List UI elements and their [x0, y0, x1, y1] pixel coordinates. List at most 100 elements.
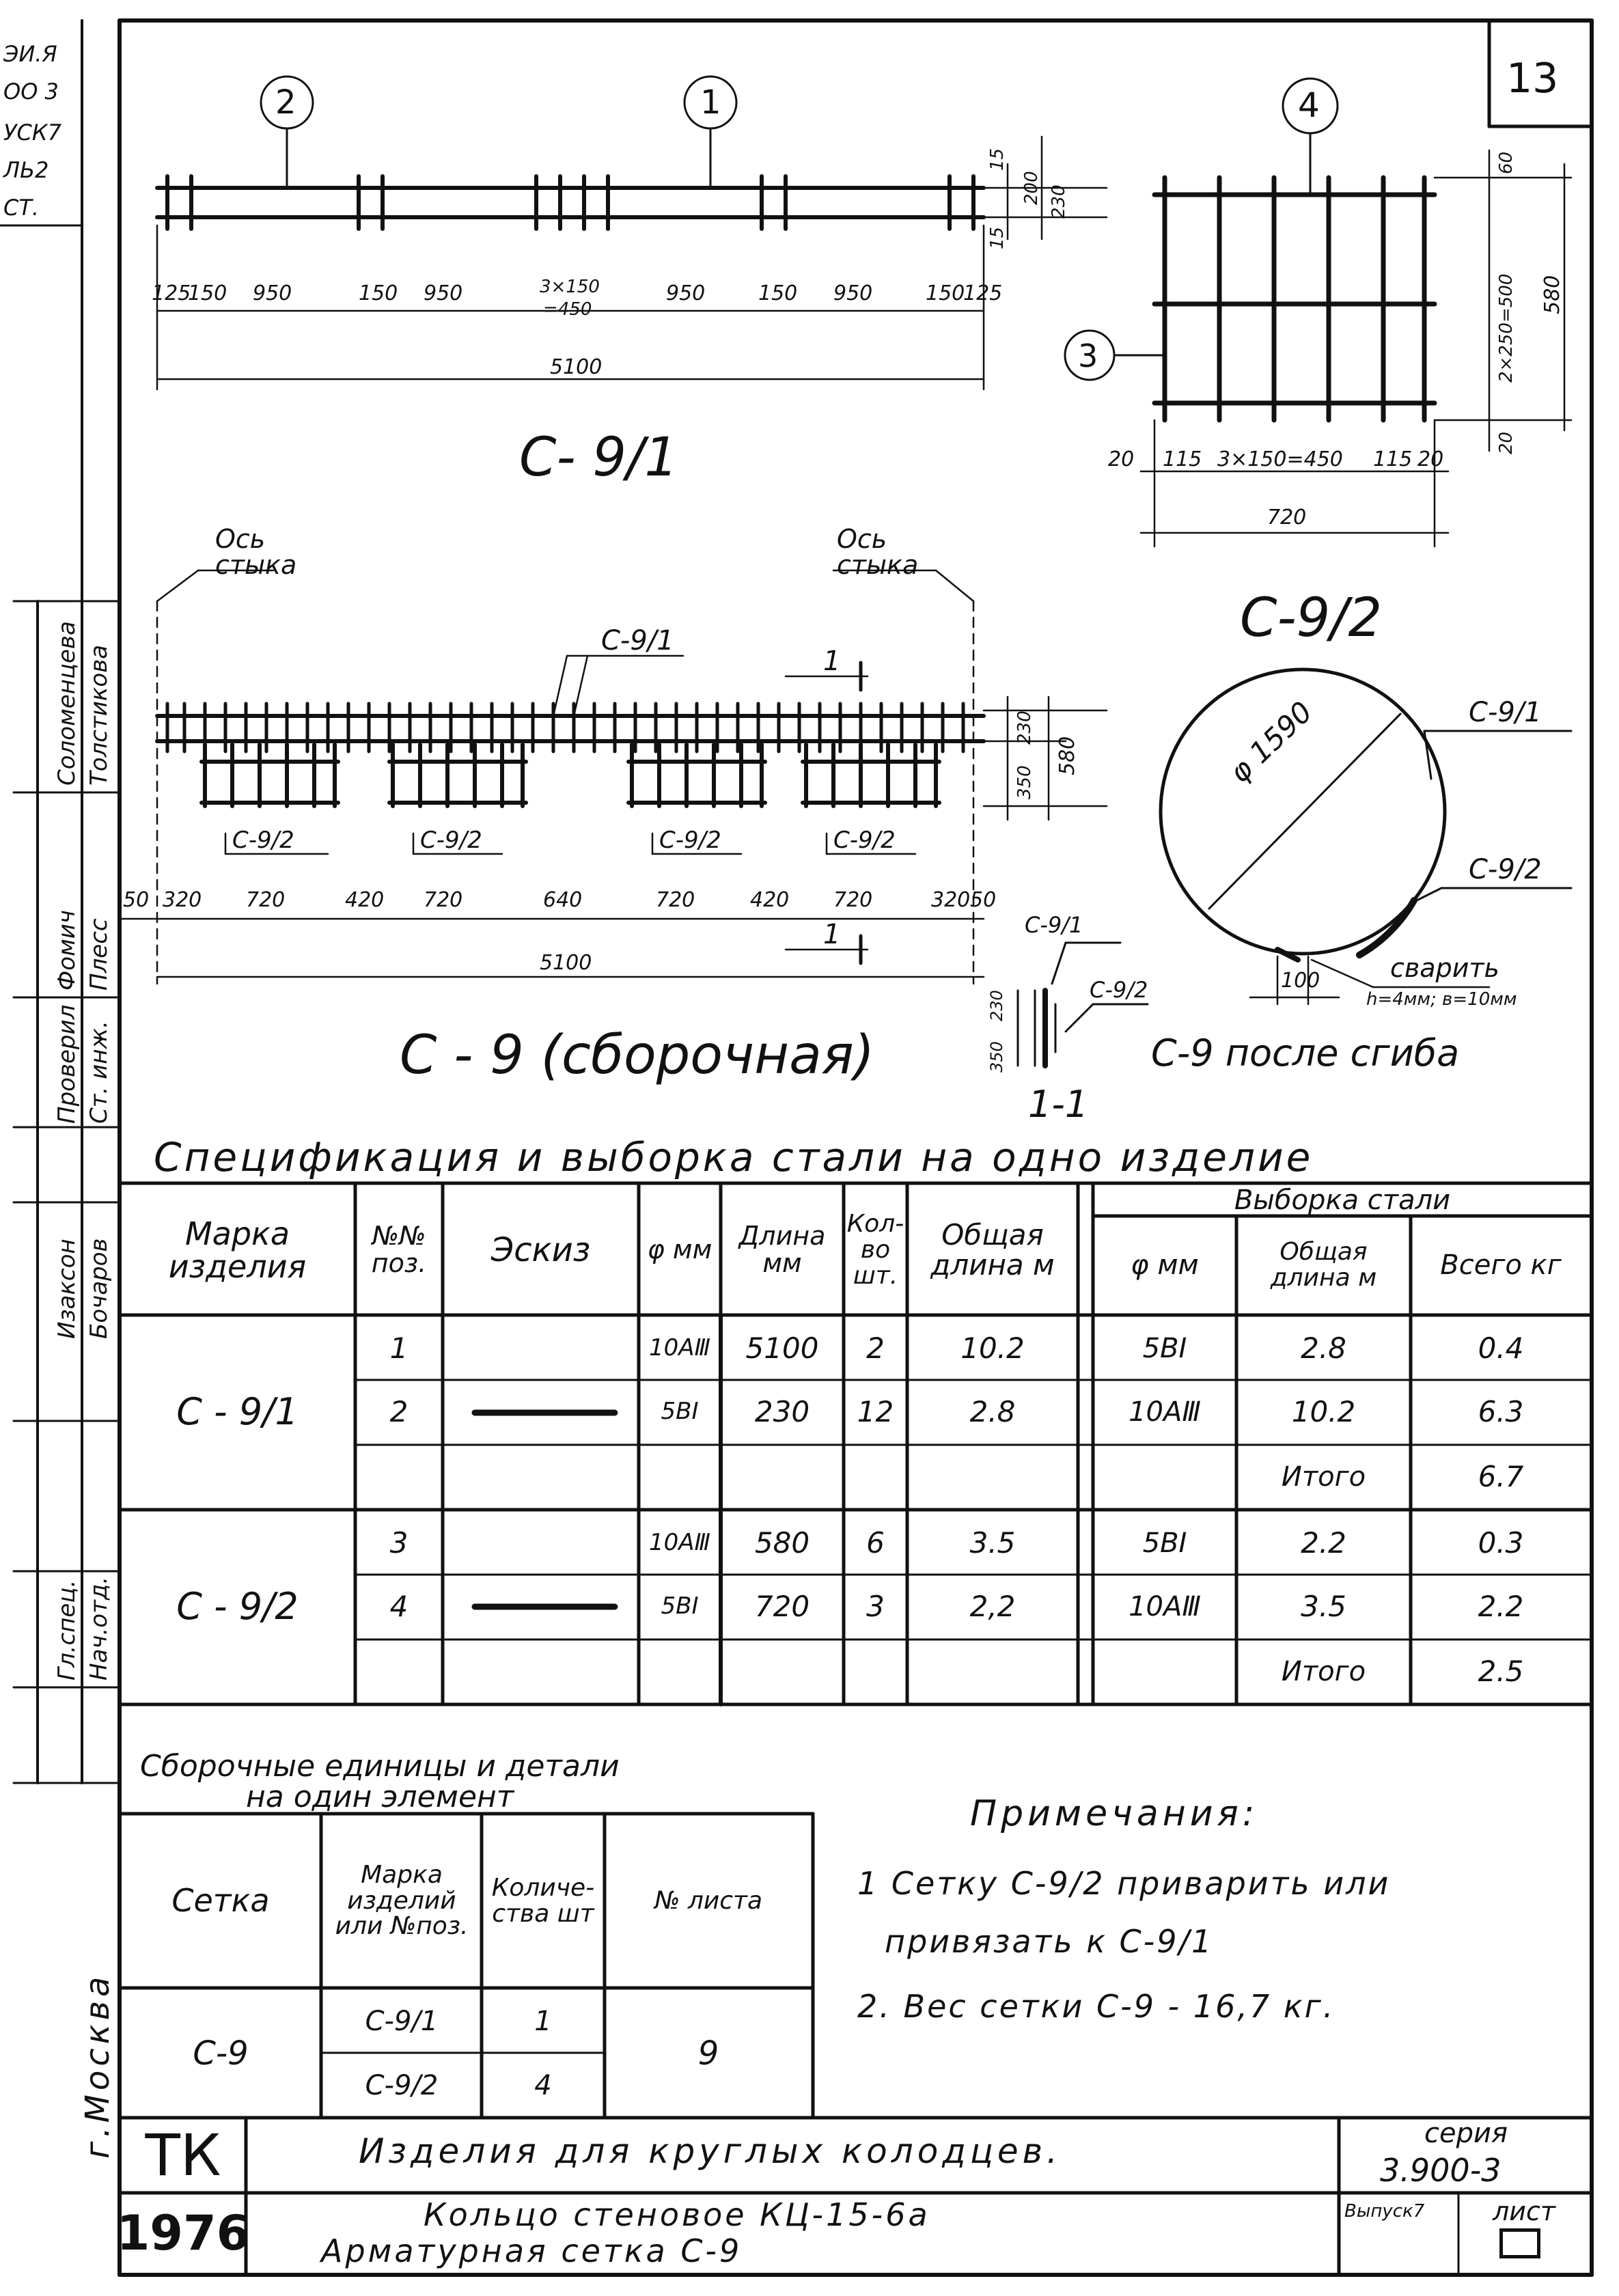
qty-cell: 6 [866, 1525, 885, 1560]
spec-title: Спецификация и выборка стали на одно изд… [154, 1134, 1314, 1180]
position-mark: 3 [1078, 337, 1098, 374]
units-qty: 4 [534, 2070, 552, 2101]
total-cell: 3.5 [969, 1525, 1016, 1560]
side-label: Плесс [85, 918, 113, 991]
units-sheet: 9 [697, 2034, 719, 2073]
dim-label: 420 [345, 888, 385, 912]
sub-mesh-label: С-9/2 [420, 827, 482, 854]
header-selection: Выборка стали [1234, 1185, 1451, 1216]
length-cell: 230 [754, 1394, 810, 1428]
sub-mesh-label: С-9/2 [659, 827, 721, 854]
ring-label: С-9/2 [1469, 854, 1542, 885]
org-logo: ТК [145, 2121, 221, 2189]
sheet-label: лист [1493, 2196, 1556, 2226]
qty-cell: 2 [866, 1331, 885, 1365]
sel-dia-cell: 10АⅢ [1129, 1591, 1201, 1622]
units-title: на один элемент [246, 1780, 514, 1814]
dim-total: 5100 [540, 951, 592, 975]
city-label: г.Москва [79, 1972, 117, 2159]
dim-label: 320 [163, 888, 202, 912]
sel-length-cell: 2.8 [1301, 1331, 1346, 1365]
total-label-cell: Итого [1281, 1656, 1366, 1687]
sel-dia-cell: 5ВⅠ [1142, 1333, 1187, 1364]
side-label: Гл.спец. [53, 1579, 81, 1680]
header-total-length: Общая длина м [930, 1217, 1055, 1282]
dim-label: 230 [987, 990, 1006, 1021]
section-label: С-9/1 [1025, 912, 1083, 938]
dim-label: 950 [666, 281, 706, 305]
caption-c9-1: С- 9/1 [519, 427, 678, 488]
dim-label: 15 [987, 226, 1008, 249]
dim-label: 950 [253, 281, 292, 305]
mark-cell: С - 9/1 [176, 1390, 299, 1434]
pos-cell: 3 [389, 1525, 409, 1560]
units-title: Сборочные единицы и детали [140, 1749, 620, 1784]
ring-caption: С-9 после сгиба [1151, 1032, 1460, 1075]
dim-label: 320 [931, 888, 971, 912]
sub-mesh-label: С-9/2 [833, 827, 896, 854]
qty-cell: 3 [866, 1589, 885, 1623]
dim-label: 200 [1021, 171, 1042, 205]
length-cell: 720 [754, 1589, 810, 1623]
dim-label: 125 [963, 281, 1003, 305]
corner-label: УСК7 [3, 120, 61, 146]
length-cell: 5100 [745, 1331, 819, 1365]
units-header-qty: Количе- ства шт [491, 1873, 595, 1928]
side-label: Ст. инж. [85, 1021, 113, 1124]
dim-label: 720 [246, 888, 286, 912]
notes-title: Примечания: [970, 1793, 1259, 1834]
sel-kg-cell: 6.3 [1478, 1394, 1524, 1428]
dim-label: 720 [833, 888, 873, 912]
dim-label: 150 [359, 281, 398, 305]
length-cell: 580 [754, 1525, 810, 1560]
units-mark: С-9/1 [365, 2006, 439, 2037]
dim-total: 720 [1267, 506, 1307, 529]
weld-label: сварить [1390, 953, 1499, 983]
units-net: С-9 [193, 2034, 249, 2073]
units-qty: 1 [534, 2006, 552, 2037]
drawing-subtitle: Кольцо стеновое КЦ-15-6а [424, 2196, 930, 2233]
header-sel-kg: Всего кг [1440, 1249, 1562, 1281]
caption-c9-assembly: С - 9 (сборочная) [400, 1025, 875, 1086]
side-label: Соломенцева [53, 621, 81, 786]
dim-label: 420 [750, 888, 790, 912]
dim-label: 15 [987, 148, 1008, 171]
issue-label: Выпуск7 [1344, 2201, 1425, 2222]
plan-c9-2 [1152, 175, 1437, 423]
sel-kg-total-cell: 6.7 [1478, 1459, 1524, 1493]
section-label: С-9/2 [1090, 977, 1148, 1003]
dim-label: 350 [987, 1041, 1006, 1073]
note-item: 2. Вес сетки С-9 - 16,7 кг. [857, 1988, 1336, 2025]
dim-total: 5100 [550, 355, 603, 379]
dim-label: 100 [1281, 969, 1320, 993]
year: 1976 [116, 2205, 250, 2262]
units-header-mark: Марка изделий или №поз. [335, 1860, 469, 1941]
dim-label: 640 [543, 888, 583, 912]
sel-kg-cell: 0.4 [1478, 1331, 1524, 1365]
dim-label: 350 [1014, 765, 1035, 799]
dim-label: 230 [1049, 184, 1069, 219]
qty-cell: 12 [857, 1394, 894, 1428]
ring-c9 [1159, 667, 1573, 1006]
header-qty: Кол-во шт. [846, 1210, 904, 1290]
dia-cell: 5ВⅠ [661, 1398, 699, 1426]
dim-label: 115 [1373, 447, 1413, 471]
dim-label: 950 [833, 281, 873, 305]
section-mark: 1 [823, 919, 841, 950]
series-label: серия [1424, 2118, 1508, 2149]
dim-label: 230 [1014, 710, 1035, 745]
units-header-sheet: № листа [654, 1886, 763, 1915]
caption-c9-2: С-9/2 [1240, 587, 1383, 649]
note-item: 1 Сетку С-9/2 приварить или [857, 1865, 1391, 1902]
series-number: 3.900-3 [1380, 2152, 1502, 2189]
dim-label: 150 [188, 281, 227, 305]
header-length: Длина мм [738, 1221, 826, 1278]
dim-label: 115 [1163, 447, 1202, 471]
pos-cell: 1 [389, 1331, 409, 1365]
corner-label: ОО 3 [3, 79, 59, 105]
dia-cell: 10АⅢ [649, 1334, 710, 1362]
position-mark: 4 [1298, 85, 1320, 125]
note-item: привязать к С-9/1 [885, 1923, 1214, 1960]
dim-label: 50 [123, 888, 150, 912]
